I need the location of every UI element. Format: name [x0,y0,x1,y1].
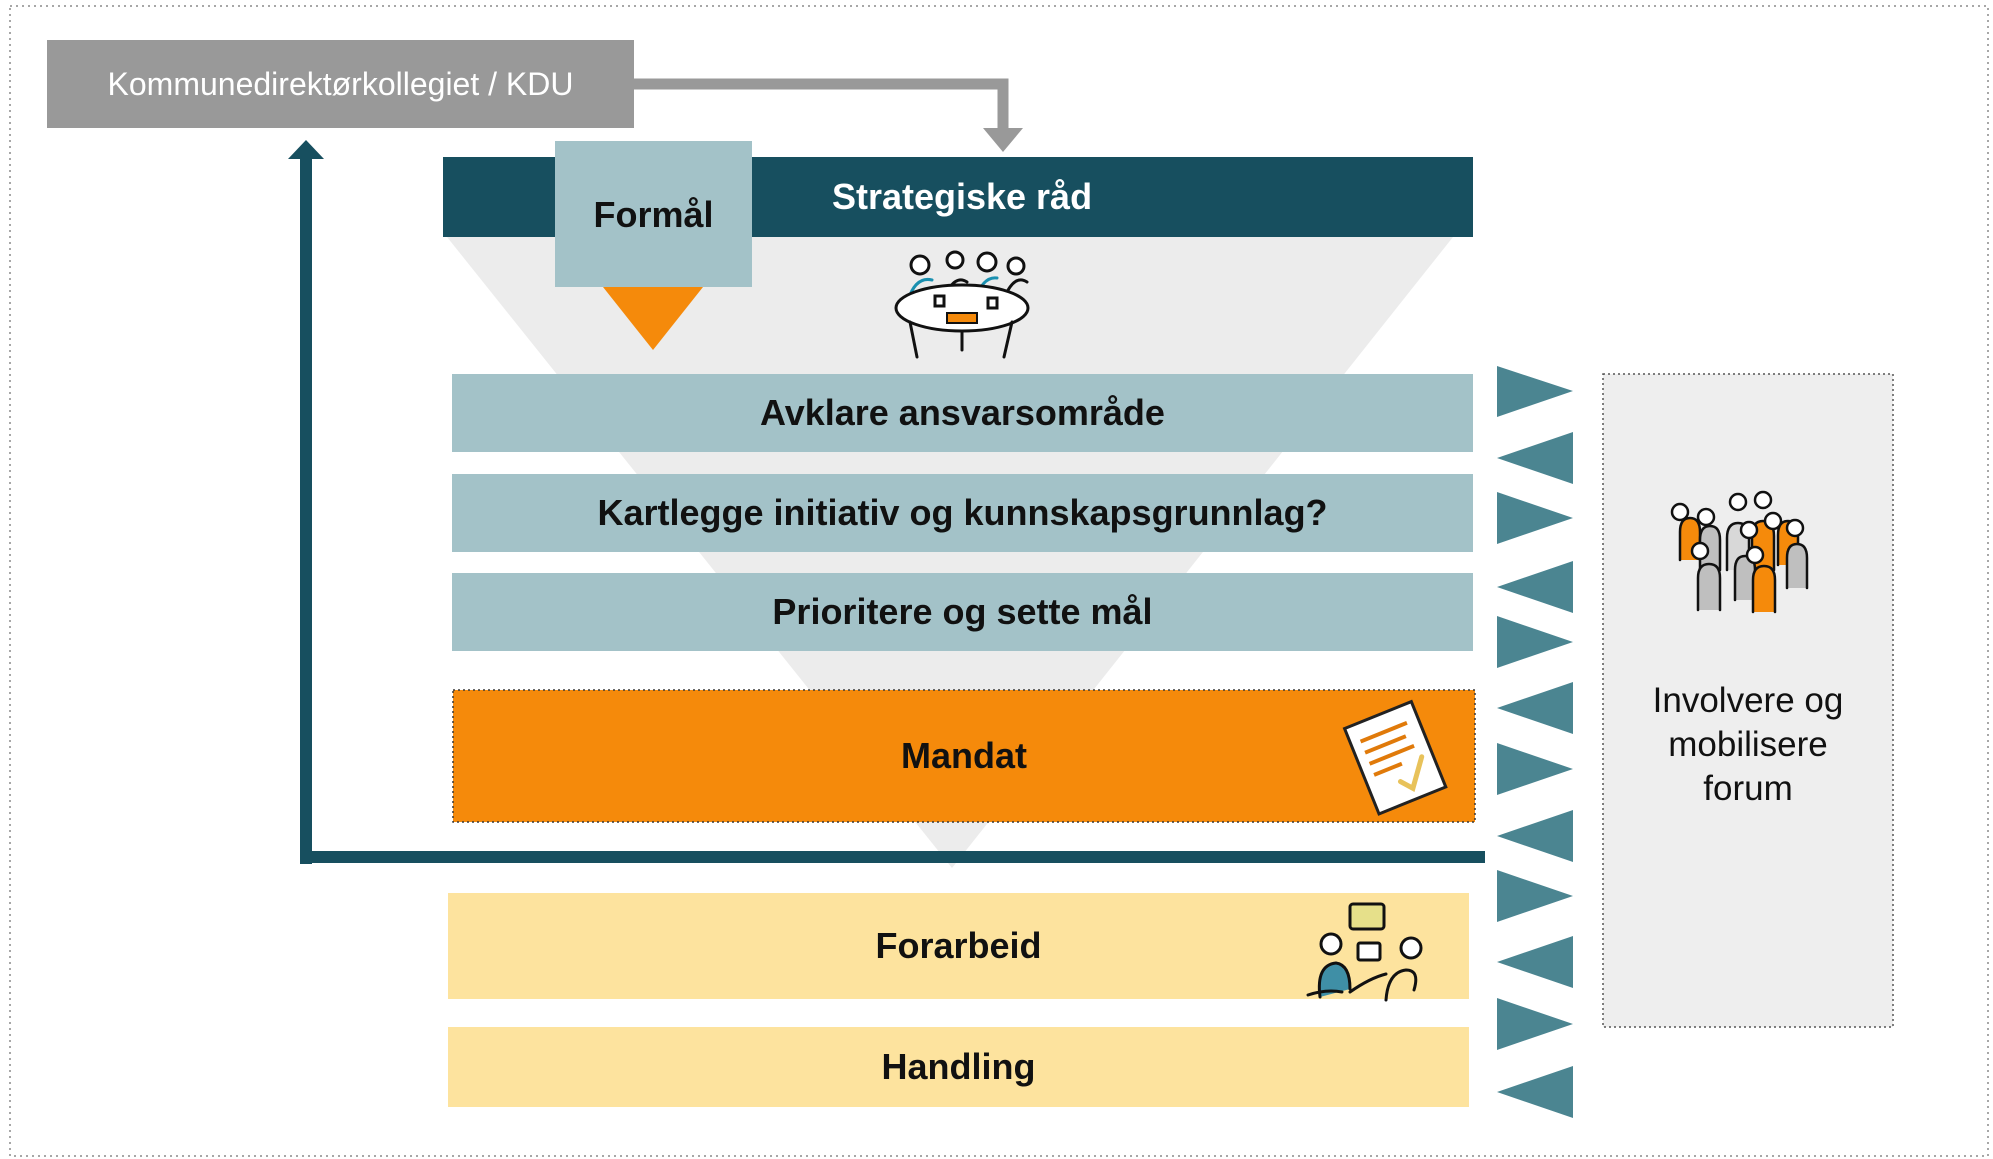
forum-box[interactable] [1602,373,1894,1028]
lower-step-label: Handling [881,1046,1036,1087]
checklist-document-icon [1342,699,1448,816]
purpose-arrow [603,287,703,350]
side-arrow-left [1497,810,1573,862]
step-bar[interactable] [452,474,1473,552]
side-arrow-right [1497,366,1573,417]
side-arrow-right [1497,492,1573,544]
discussion-people-icon [1306,902,1423,1002]
crowd-people-icon [1670,490,1809,614]
step-bar[interactable] [452,573,1473,651]
strategic-header-label: Strategiske råd [831,176,1093,217]
step-bar[interactable] [452,374,1473,452]
forum-label: Involvere og mobilisere forum [1652,681,1844,808]
outer-frame [9,5,1989,1157]
meeting-table-icon [894,250,1030,359]
purpose-box[interactable] [555,141,752,287]
loop-arrowhead [288,140,324,159]
side-arrow-left [1497,1066,1573,1118]
side-arrow-left [1497,432,1573,484]
side-arrow-right [1497,870,1573,922]
kdu-label: Kommunedirektørkollegiet / KDU [107,65,574,102]
side-arrow-right [1497,616,1573,668]
side-arrow-right [1497,998,1573,1050]
purpose-label: Formål [593,194,714,235]
lower-step-bar[interactable] [448,1027,1469,1107]
side-arrow-left [1497,936,1573,988]
kdu-connector-arrowhead [983,128,1023,152]
mandate-box[interactable] [452,689,1476,823]
kdu-connector [634,78,1009,133]
lower-step-label: Forarbeid [875,925,1042,966]
side-arrow-right [1497,743,1573,795]
step-label: Avklare ansvarsområde [760,392,1165,433]
side-arrow-left [1497,561,1573,613]
lower-step-bar[interactable] [448,893,1469,999]
kdu-box[interactable] [47,40,634,128]
side-arrow-left [1497,682,1573,734]
mandate-label: Mandat [901,735,1027,776]
side-arrows [1497,366,1573,1118]
step-label: Kartlegge initiativ og kunnskapsgrunnlag… [597,492,1328,533]
step-label: Prioritere og sette mål [772,591,1153,632]
